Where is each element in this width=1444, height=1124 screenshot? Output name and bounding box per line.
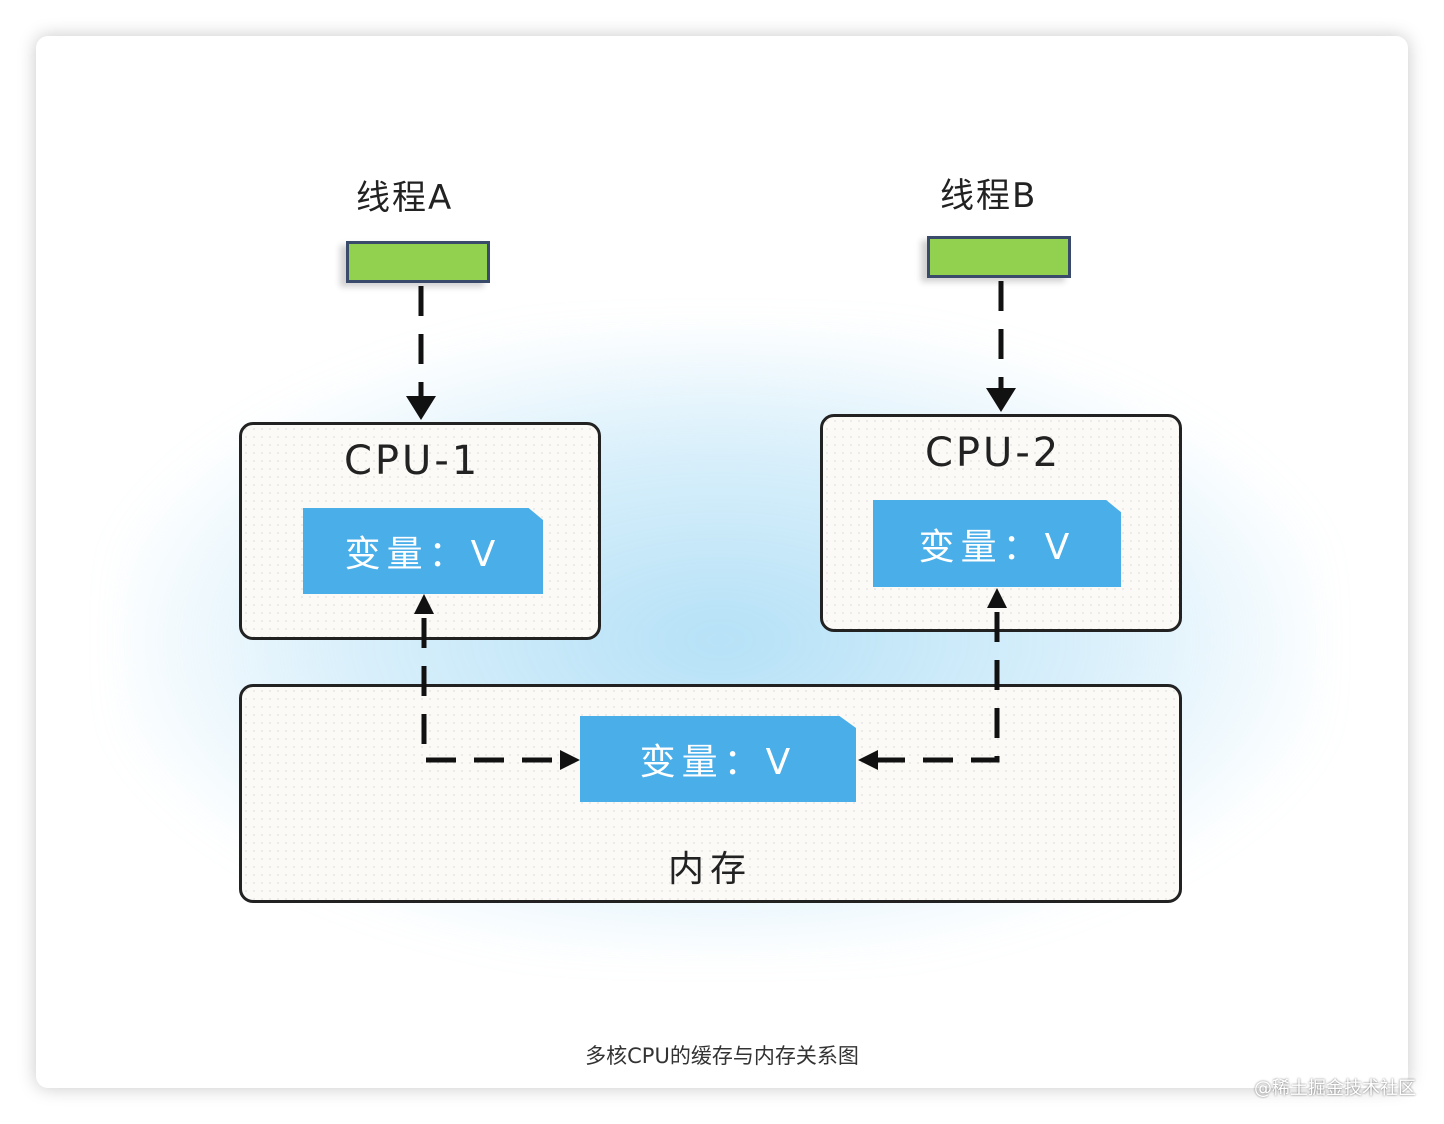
thread-b-label: 线程B [940, 176, 1038, 216]
watermark: @稀土掘金技术社区 [1254, 1078, 1416, 1099]
thread-a-label: 线程A [356, 178, 454, 218]
cpu-2-variable: 变量：V [873, 500, 1121, 587]
cpu-1-variable: 变量：V [303, 508, 543, 594]
cpu-2-title: CPU-2 [925, 430, 1062, 476]
memory-variable: 变量：V [580, 716, 856, 802]
cpu-1-title: CPU-1 [344, 438, 481, 484]
memory-label: 内存 [668, 849, 753, 890]
thread-b-box [927, 236, 1071, 278]
thread-a-box [346, 241, 490, 283]
figure-caption: 多核CPU的缓存与内存关系图 [585, 1044, 859, 1068]
